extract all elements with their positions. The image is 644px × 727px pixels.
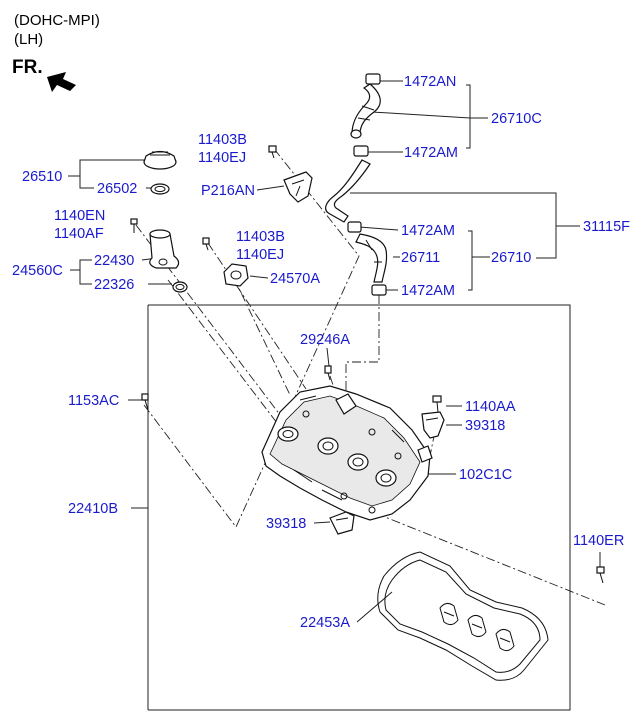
label-26502: 26502 — [97, 181, 137, 197]
part-labels: 1472AN 26710C 1472AM 11403B 1140EJ 26510… — [12, 74, 630, 631]
label-26711: 26711 — [401, 250, 440, 266]
label-11403b-lower: 11403B — [236, 229, 285, 245]
label-31115f: 31115F — [583, 219, 630, 235]
label-102c1c: 102C1C — [459, 467, 512, 483]
label-1153ac: 1153AC — [68, 393, 119, 409]
hose-bracket — [283, 171, 313, 203]
label-1472am-upper: 1472AM — [404, 145, 458, 161]
label-29246a: 29246A — [300, 332, 350, 348]
label-1140af: 1140AF — [54, 226, 104, 242]
label-1472am-lower: 1472AM — [401, 283, 455, 299]
breather-hose-upper — [350, 73, 381, 157]
label-24570a: 24570A — [270, 271, 320, 287]
pcv-tube — [325, 159, 371, 223]
engine-type-text: (DOHC-MPI) — [14, 12, 100, 29]
leader-lines — [68, 80, 601, 623]
bolt-11403b-upper — [268, 145, 277, 159]
label-39318-right: 39318 — [465, 418, 505, 434]
cam-position-adapter — [223, 263, 249, 287]
side-text: (LH) — [14, 31, 43, 48]
label-p216an: P216AN — [201, 183, 255, 199]
alignment-lines — [135, 149, 606, 606]
cam-sensor-right — [421, 411, 445, 439]
rocker-cover-gasket — [377, 551, 549, 681]
oil-filler-neck — [149, 229, 180, 269]
cam-sensor-lower — [329, 511, 355, 535]
label-1140aa: 1140AA — [465, 399, 516, 415]
oil-filler-cap — [143, 150, 177, 170]
label-22453a: 22453A — [300, 615, 350, 631]
label-26510: 26510 — [22, 169, 62, 185]
breather-hose-lower — [347, 221, 388, 296]
label-22410b: 22410B — [68, 501, 118, 517]
label-1140ej-lower: 1140EJ — [236, 247, 284, 263]
bolt-29246a — [324, 365, 332, 381]
bolt-1140er — [596, 566, 605, 584]
filler-neck-o-ring — [172, 281, 188, 293]
label-26710: 26710 — [491, 250, 531, 266]
label-1140er: 1140ER — [573, 533, 624, 549]
label-11403b-upper: 11403B — [198, 132, 247, 148]
label-24560c: 24560C — [12, 263, 63, 279]
label-22430: 22430 — [94, 253, 134, 269]
assembly-frame — [148, 304, 571, 711]
label-26710c: 26710C — [491, 111, 542, 127]
label-1140en: 1140EN — [54, 208, 105, 224]
bolt-1140en — [130, 218, 138, 233]
label-39318-lower: 39318 — [266, 516, 306, 532]
bolt-11403b-lower — [202, 237, 210, 251]
rocker-cover — [261, 385, 433, 521]
label-1472am-middle: 1472AM — [401, 223, 455, 239]
bolt-1140aa — [432, 395, 442, 413]
front-text: FR. — [12, 57, 43, 78]
stud-1153ac — [141, 393, 149, 411]
front-arrow-icon — [47, 72, 76, 92]
label-1472an: 1472AN — [404, 74, 456, 90]
label-22326: 22326 — [94, 277, 134, 293]
label-1140ej-upper: 1140EJ — [198, 150, 246, 166]
cap-seal — [150, 183, 170, 195]
